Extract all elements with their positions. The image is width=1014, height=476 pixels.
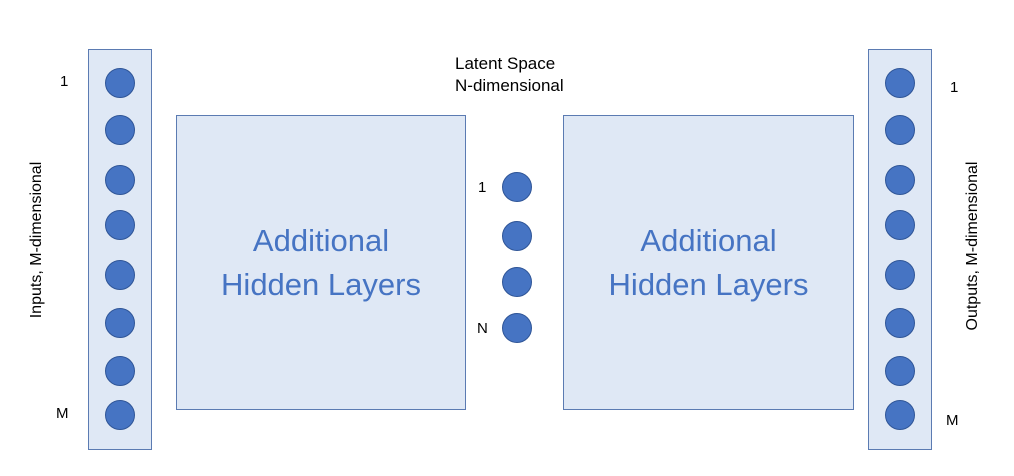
output-node-1 bbox=[885, 68, 915, 98]
encoder-label-line2: Hidden Layers bbox=[221, 266, 421, 302]
input-axis-label: Inputs, M-dimensional bbox=[28, 161, 45, 319]
input-node-1 bbox=[105, 68, 135, 98]
input-first-index: 1 bbox=[60, 73, 69, 90]
input-node-2 bbox=[105, 115, 135, 145]
input-node-5 bbox=[105, 260, 135, 290]
output-layer-panel bbox=[868, 49, 932, 450]
input-last-index: M bbox=[56, 405, 69, 422]
output-node-3 bbox=[885, 165, 915, 195]
input-node-8 bbox=[105, 400, 135, 430]
latent-node-4 bbox=[502, 313, 532, 343]
output-node-4 bbox=[885, 210, 915, 240]
latent-title-line1: Latent Space bbox=[455, 54, 556, 73]
output-node-6 bbox=[885, 308, 915, 338]
latent-node-3 bbox=[502, 267, 532, 297]
decoder-label-line2: Hidden Layers bbox=[608, 266, 809, 302]
encoder-label-line1: Additional bbox=[252, 223, 390, 259]
encoder-hidden-layers: Additional Hidden Layers bbox=[176, 115, 466, 410]
latent-node-1 bbox=[502, 172, 532, 202]
output-node-5 bbox=[885, 260, 915, 290]
input-node-6 bbox=[105, 308, 135, 338]
latent-first-index: 1 bbox=[478, 179, 487, 196]
output-node-8 bbox=[885, 400, 915, 430]
input-node-7 bbox=[105, 356, 135, 386]
output-node-7 bbox=[885, 356, 915, 386]
input-node-4 bbox=[105, 210, 135, 240]
latent-space-title: Latent Space N-dimensional bbox=[455, 53, 564, 97]
input-node-3 bbox=[105, 165, 135, 195]
input-layer-panel bbox=[88, 49, 152, 450]
decoder-hidden-layers: Additional Hidden Layers bbox=[563, 115, 854, 410]
latent-title-line2: N-dimensional bbox=[455, 76, 564, 96]
output-first-index: 1 bbox=[950, 79, 959, 96]
latent-node-2 bbox=[502, 221, 532, 251]
output-axis-label: Outputs, M-dimensional bbox=[964, 161, 981, 331]
latent-last-index: N bbox=[477, 320, 488, 337]
decoder-label-line1: Additional bbox=[640, 223, 777, 259]
output-node-2 bbox=[885, 115, 915, 145]
output-last-index: M bbox=[946, 412, 959, 429]
